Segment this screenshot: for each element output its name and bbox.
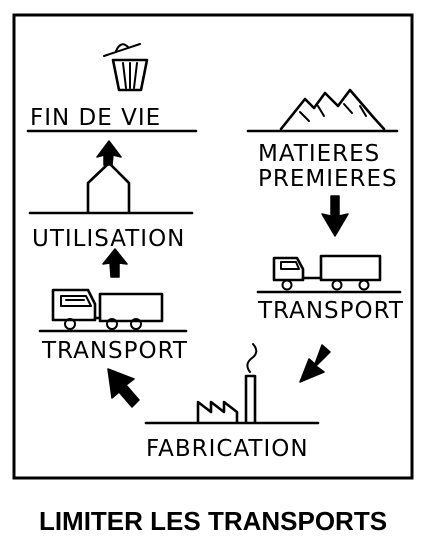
diagram-frame	[12, 13, 414, 480]
stage-label-matieres-line1: MATIERES	[258, 141, 380, 167]
stage-label-transport-left: TRANSPORT	[41, 338, 188, 364]
truck-icon	[51, 288, 164, 330]
house-icon	[86, 161, 131, 214]
stage-label-utilisation: UTILISATION	[32, 226, 185, 252]
flow-arrow-down-left-icon	[299, 344, 331, 383]
stage-label-fabrication: FABRICATION	[146, 436, 309, 462]
truck-icon	[272, 254, 382, 291]
caption-title: LIMITER LES TRANSPORTS	[39, 506, 387, 536]
trash-bin-icon	[103, 43, 149, 92]
stage-label-matieres-line2: PREMIERES	[258, 166, 398, 192]
factory-icon	[196, 343, 258, 424]
flow-arrow-down-icon	[321, 195, 349, 237]
flow-arrow-up-icon	[102, 248, 128, 278]
stage-label-transport-right: TRANSPORT	[257, 298, 404, 324]
flow-arrow-up-left-icon	[107, 368, 140, 408]
flow-arrow-up-icon	[96, 140, 122, 166]
mountains-icon	[279, 88, 386, 131]
stage-label-fin-de-vie: FIN DE VIE	[30, 105, 161, 131]
